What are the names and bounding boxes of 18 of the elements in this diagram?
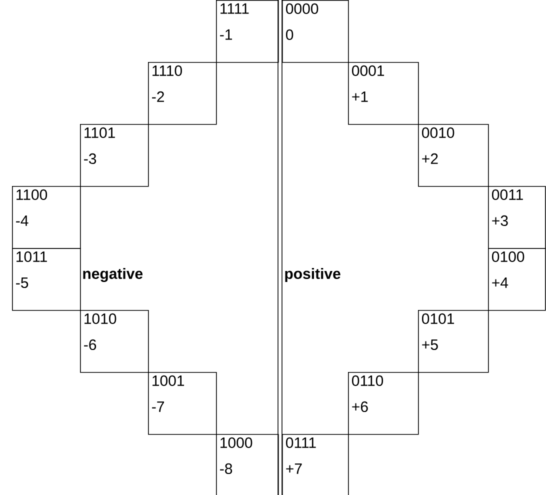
number-box: 1000 -8 (216, 434, 279, 495)
number-box: 0011 +3 (488, 186, 546, 249)
number-box: 1110 -2 (148, 62, 217, 125)
number-box: 0100 +4 (488, 248, 546, 311)
number-box: 0010 +2 (418, 124, 489, 187)
number-box: 1111 -1 (216, 0, 279, 63)
number-box: 1101 -3 (80, 124, 149, 187)
number-box: 1011 -5 (12, 248, 81, 311)
number-box: 0001 +1 (348, 62, 419, 125)
number-box: 1001 -7 (148, 372, 217, 435)
number-box: 1010 -6 (80, 310, 149, 373)
region-label: negative (83, 268, 143, 282)
number-box: 0101 +5 (418, 310, 489, 373)
number-box: 0110 +6 (348, 372, 419, 435)
region-label: positive (285, 268, 340, 282)
number-box: 0111 +7 (282, 434, 349, 495)
number-box: 0000 0 (282, 0, 349, 63)
number-box: 1100 -4 (12, 186, 81, 249)
